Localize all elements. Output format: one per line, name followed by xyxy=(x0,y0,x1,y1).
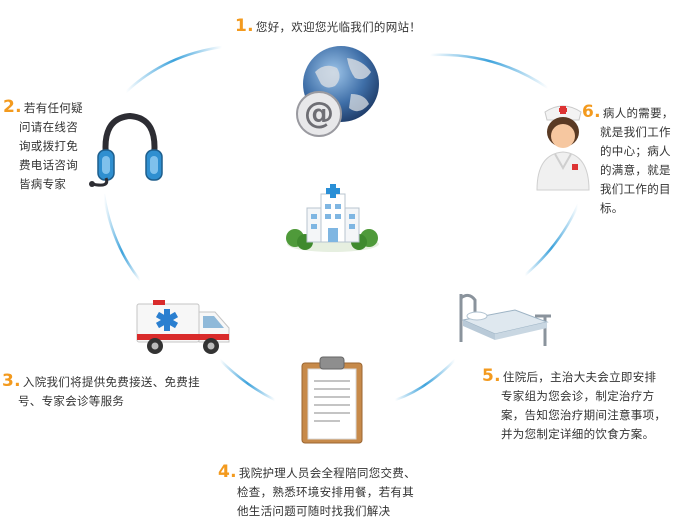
step-5-line-3: 案，告知您治疗期间注意事项， xyxy=(501,408,667,422)
step-3-number: 3. xyxy=(2,371,21,391)
step-5-number: 5. xyxy=(482,366,501,386)
step-2-line-3: 询或拨打免 xyxy=(19,139,78,153)
svg-text:@: @ xyxy=(304,96,334,131)
step-2-line-4: 费电话咨询 xyxy=(19,158,78,172)
step-6-line-3: 的中心；病人 xyxy=(600,144,671,158)
step-5-line-1: 住院后，主治大夫会立即安排 xyxy=(502,370,657,384)
step-4-number: 4. xyxy=(218,462,237,482)
arc-6-5 xyxy=(523,203,580,277)
step-5-line-2: 专家组为您会诊，制定治疗方 xyxy=(501,389,655,403)
step-3-line-1: 入院我们将提供免费接送、免费挂 xyxy=(22,375,200,389)
step-4-line-2: 检查，熟悉环境安排用餐，若有其 xyxy=(237,485,414,499)
step-6-line-5: 我们工作的目 xyxy=(600,182,671,196)
hospital-building-icon xyxy=(286,184,379,252)
step-2: 2.若有任何疑 问请在线咨 询或拨打免 费电话咨询 皆病专家 xyxy=(3,98,83,194)
step-6-line-2: 就是我们工作 xyxy=(600,125,671,139)
step-1-line-1: 您好，欢迎您光临我们的网站！ xyxy=(255,20,422,34)
step-3: 3.入院我们将提供免费接送、免费挂 号、专家会诊等服务 xyxy=(2,372,200,411)
globe-at-icon: @ xyxy=(296,46,379,137)
step-5-line-4: 并为您制定详细的饮食方案。 xyxy=(501,427,655,441)
arc-1-2 xyxy=(124,45,224,94)
step-3-line-2: 号、专家会诊等服务 xyxy=(18,394,125,408)
step-5: 5.住院后，主治大夫会立即安排 专家组为您会诊，制定治疗方 案，告知您治疗期间注… xyxy=(482,367,666,444)
arc-3-4 xyxy=(218,358,277,402)
step-6-number: 6. xyxy=(582,102,601,122)
step-4-line-1: 我院护理人员会全程陪同您交费、 xyxy=(238,466,416,480)
nurse-icon xyxy=(536,105,590,191)
step-4: 4.我院护理人员会全程陪同您交费、 检查，熟悉环境安排用餐，若有其 他生活问题可… xyxy=(218,463,416,521)
step-1: 1.您好，欢迎您光临我们的网站！ xyxy=(235,17,421,37)
step-4-line-3: 他生活问题可随时找我们解决 xyxy=(237,504,391,518)
headset-icon xyxy=(89,112,163,187)
step-6-line-6: 标。 xyxy=(600,201,624,215)
hospital-bed-icon xyxy=(459,293,551,346)
step-1-number: 1. xyxy=(235,16,254,36)
step-6-line-4: 的满意，就是 xyxy=(600,163,671,177)
step-2-line-2: 问请在线咨 xyxy=(19,120,78,134)
step-2-number: 2. xyxy=(3,97,22,117)
ambulance-icon xyxy=(136,300,230,354)
arc-5-4 xyxy=(393,358,457,402)
step-6: 6.病人的需要， 就是我们工作 的中心；病人 的满意，就是 我们工作的目 标。 xyxy=(582,103,674,218)
arc-1-6 xyxy=(428,53,550,90)
step-6-line-1: 病人的需要， xyxy=(602,106,674,120)
arc-2-3 xyxy=(102,193,142,282)
step-2-line-5: 皆病专家 xyxy=(19,177,67,191)
clipboard-icon xyxy=(301,356,363,444)
step-2-line-1: 若有任何疑 xyxy=(23,101,83,115)
